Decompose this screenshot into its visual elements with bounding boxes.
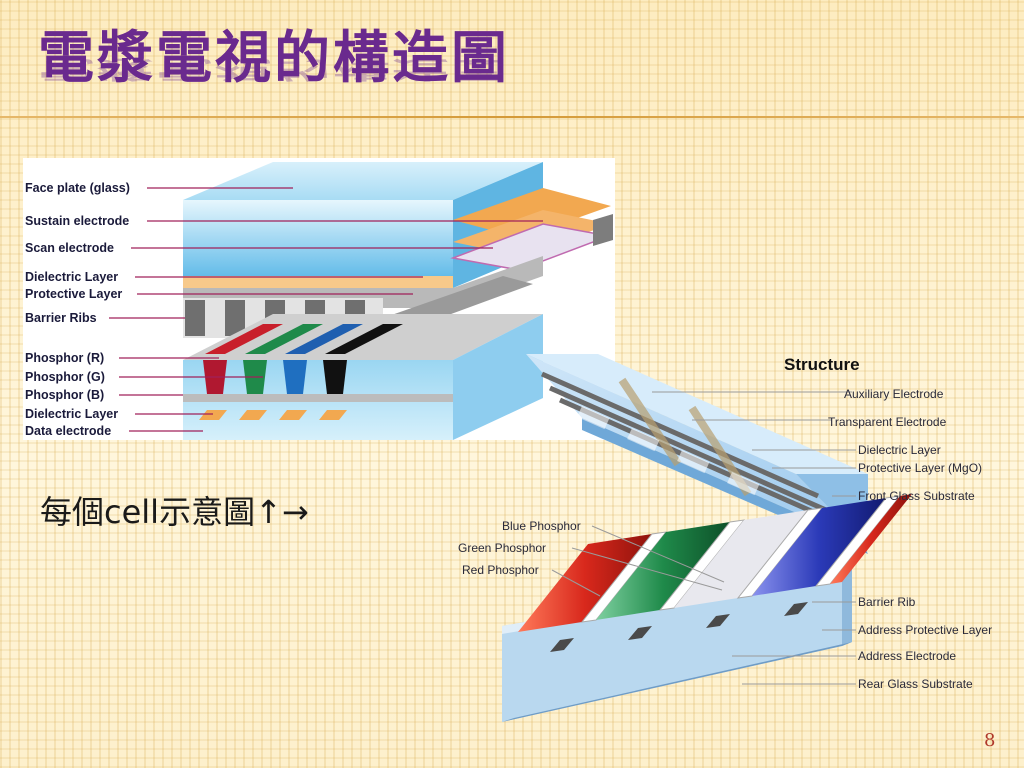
label-blue-phosphor: Blue Phosphor bbox=[502, 519, 581, 533]
phosphor-blue bbox=[285, 324, 363, 354]
label-rear-glass-substrate: Rear Glass Substrate bbox=[858, 677, 973, 691]
label-data-electrode: Data electrode bbox=[25, 424, 111, 438]
label-face-plate: Face plate (glass) bbox=[25, 181, 130, 195]
channel-blue bbox=[752, 498, 886, 596]
structure-heading: Structure bbox=[784, 355, 860, 374]
cell-caption: 每個cell示意圖↑→ bbox=[40, 493, 309, 531]
label-phosphor-r: Phosphor (R) bbox=[25, 351, 104, 365]
slide-title-reflection: 電漿電視的構造圖 bbox=[38, 55, 510, 84]
channel-dark bbox=[674, 510, 808, 608]
face-plate-top bbox=[183, 162, 543, 200]
label-protective-layer: Protective Layer bbox=[25, 287, 122, 301]
slide-title: 電漿電視的構造圖 bbox=[38, 26, 510, 91]
face-plate-front bbox=[183, 200, 453, 288]
label-scan-electrode: Scan electrode bbox=[25, 241, 114, 255]
channel-green bbox=[596, 522, 730, 620]
sustain-electrode bbox=[453, 188, 611, 238]
channel-red-2 bbox=[830, 494, 912, 584]
phosphor-red bbox=[205, 324, 283, 354]
label-auxiliary-electrode: Auxiliary Electrode bbox=[844, 387, 944, 401]
label-front-dielectric-layer: Dielectric Layer bbox=[858, 443, 941, 457]
label-dielectric-layer-upper: Dielectric Layer bbox=[25, 270, 118, 284]
pdp-structure-diagram: Structure Auxiliary Electrode Transparen… bbox=[458, 354, 992, 722]
address-electrodes bbox=[550, 602, 808, 652]
channel-red bbox=[518, 534, 652, 632]
label-protective-layer-mgo: Protective Layer (MgO) bbox=[858, 461, 982, 475]
label-red-phosphor: Red Phosphor bbox=[462, 563, 539, 577]
pdp-layer-diagram: Face plate (glass) Sustain electrode Sca… bbox=[23, 158, 615, 440]
label-address-protective-layer: Address Protective Layer bbox=[858, 623, 992, 637]
protective-layer-end bbox=[593, 214, 613, 246]
leader-lines bbox=[109, 187, 543, 432]
label-address-electrode: Address Electrode bbox=[858, 649, 956, 663]
label-front-glass-substrate: Front Glass Substrate bbox=[858, 489, 975, 503]
label-barrier-rib: Barrier Rib bbox=[858, 595, 916, 609]
label-sustain-electrode: Sustain electrode bbox=[25, 214, 129, 228]
label-green-phosphor: Green Phosphor bbox=[458, 541, 546, 555]
title-divider bbox=[0, 116, 1024, 118]
rear-rib-wall bbox=[183, 394, 453, 402]
structure-leader-lines bbox=[551, 391, 856, 685]
page-number: 8 bbox=[984, 730, 996, 751]
data-electrodes bbox=[199, 410, 347, 420]
phosphor-channels bbox=[518, 494, 912, 632]
upper-dielectric bbox=[183, 276, 453, 288]
rear-plate-side bbox=[453, 314, 543, 440]
phosphor-black bbox=[325, 324, 403, 354]
phosphor-green bbox=[245, 324, 323, 354]
label-dielectric-layer-lower: Dielectric Layer bbox=[25, 407, 118, 421]
label-phosphor-b: Phosphor (B) bbox=[25, 388, 104, 402]
label-transparent-electrode: Transparent Electrode bbox=[828, 415, 947, 429]
label-phosphor-g: Phosphor (G) bbox=[25, 370, 105, 384]
label-barrier-ribs: Barrier Ribs bbox=[25, 311, 97, 325]
